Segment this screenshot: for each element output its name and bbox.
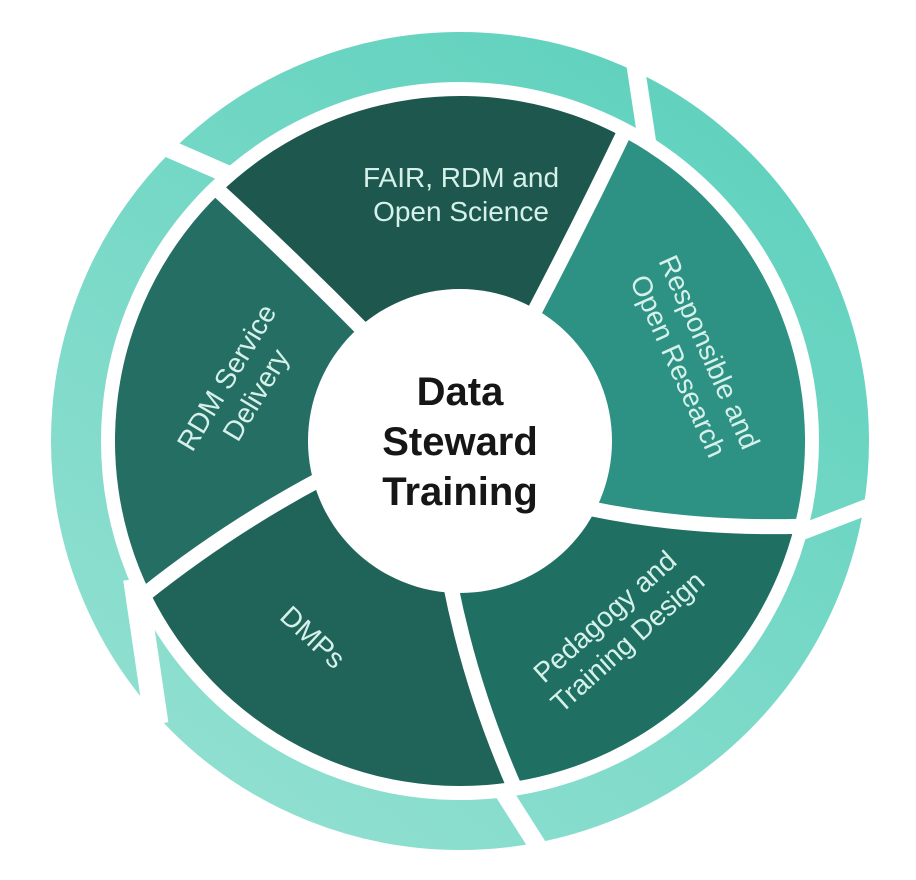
segment-dmps [149, 479, 514, 787]
segment-separator [442, 581, 522, 792]
segment-rdm-service-delivery [114, 192, 362, 593]
ring-gap [162, 139, 233, 183]
ring-gap [626, 63, 656, 143]
segment-separator [210, 182, 373, 340]
segment-fair-rdm-and-open-science [220, 95, 623, 328]
segment-pedagogy-and-training-design [449, 511, 795, 782]
segment-separator [583, 500, 802, 535]
center-circle [308, 289, 612, 593]
segment-separator [524, 126, 633, 322]
outer-ring [51, 32, 869, 850]
ring-gap [798, 498, 873, 540]
ring-gap [495, 786, 547, 854]
segment-separator [138, 471, 327, 602]
ring-gap [123, 577, 169, 726]
segment-responsible-and-open-research [535, 136, 806, 526]
